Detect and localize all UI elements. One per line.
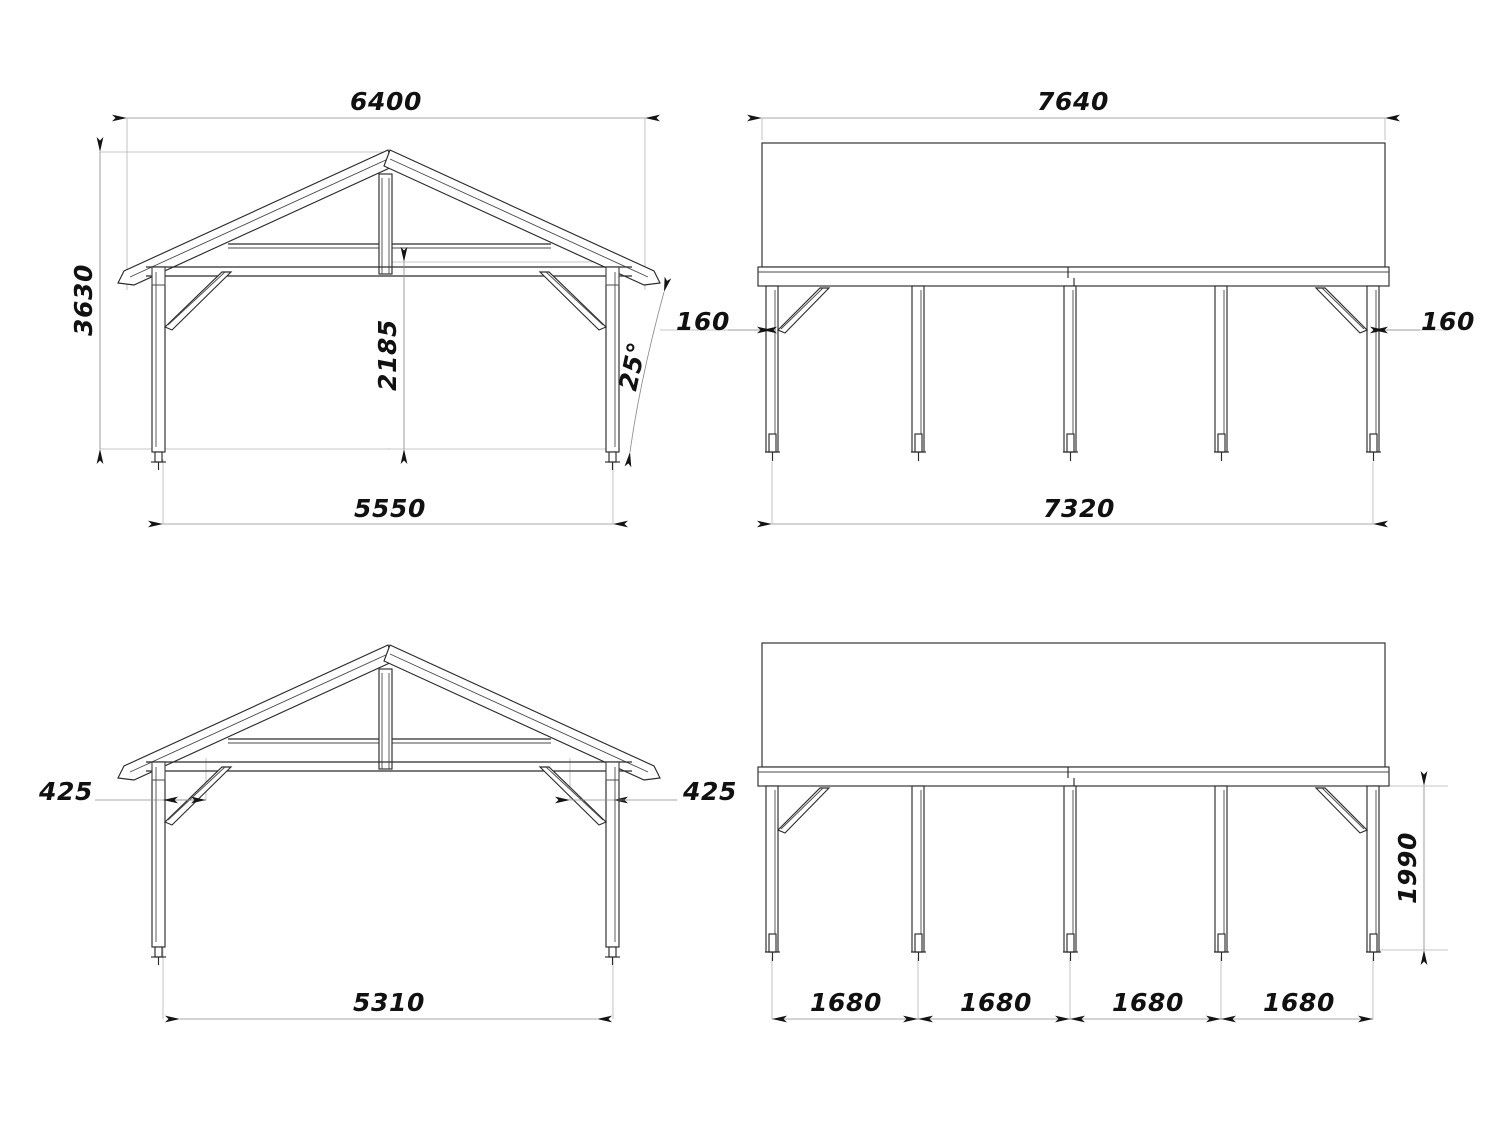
posts-side-upper	[765, 285, 1381, 461]
roof-panel-side-lower	[761, 642, 1386, 768]
knee-brace-right-lower	[538, 766, 608, 826]
post-right-lower	[605, 761, 620, 948]
dimension-front-upper-overall-width: 6400	[112, 87, 660, 122]
dimension-side-upper-overall-length: 7640	[747, 87, 1400, 122]
dimension-front-lower-post-spacing: 5310	[165, 988, 612, 1023]
end-brace-left-side-upper	[776, 287, 831, 334]
post-side-upper-4	[1214, 285, 1229, 461]
dimension-side-lower-bay-4: 1680	[1221, 988, 1373, 1023]
roof-rafter-right	[383, 149, 661, 286]
post-side-upper-2	[911, 285, 926, 461]
end-brace-left-side-lower	[776, 787, 831, 834]
posts-side-lower	[765, 785, 1381, 961]
dimension-value-7320: 7320	[1043, 494, 1115, 523]
view-front-elevation-lower: 425 425 5310	[38, 644, 737, 1023]
dimension-side-upper-post-span: 7320	[757, 494, 1388, 528]
roof-rafter-left-lower	[117, 644, 395, 781]
knee-brace-right	[538, 271, 608, 331]
dimension-value-425-left: 425	[38, 777, 93, 806]
dimension-side-upper-overhang-left: 160	[676, 307, 777, 336]
dimension-front-upper-post-spacing: 5550	[148, 494, 628, 528]
view-side-elevation-lower: 1990 1680 1680 1680 1680	[757, 642, 1448, 1023]
extension-lines-front-lower	[162, 758, 614, 1019]
dimension-front-upper-clear-height: 2185	[373, 247, 408, 464]
extension-lines-side-lower	[771, 785, 1448, 1019]
king-post-lower	[378, 668, 393, 770]
post-base-left-lower	[151, 946, 166, 965]
dimension-value-1680-bay4: 1680	[1263, 988, 1335, 1017]
knee-brace-left-lower	[163, 766, 233, 826]
post-side-lower-4	[1214, 785, 1229, 961]
dimension-value-1990: 1990	[1393, 832, 1422, 904]
post-side-lower-5	[1366, 785, 1381, 961]
post-side-upper-1	[765, 285, 780, 461]
view-side-elevation-upper: 7640 160 160 7320	[676, 87, 1475, 528]
post-left	[151, 266, 166, 453]
dimension-value-1680-bay1: 1680	[810, 988, 882, 1017]
post-left-lower	[151, 761, 166, 948]
dimension-front-upper-overall-height: 3630	[69, 137, 104, 464]
post-side-upper-5	[1366, 285, 1381, 461]
post-side-lower-3	[1063, 785, 1078, 961]
dimension-side-lower-bay-1: 1680	[772, 988, 918, 1023]
post-base-left	[151, 451, 166, 470]
dimension-value-3630: 3630	[69, 264, 98, 336]
dimension-value-7640: 7640	[1037, 87, 1109, 116]
roof-rafter-right-lower	[383, 644, 661, 781]
dimension-value-160-right: 160	[1421, 307, 1475, 336]
knee-brace-left	[163, 271, 233, 331]
dimension-front-upper-roof-pitch: 25°	[613, 276, 672, 468]
dimension-front-lower-overhang-right: 425	[555, 777, 737, 806]
post-side-lower-2	[911, 785, 926, 961]
dimension-value-2185: 2185	[373, 319, 402, 391]
dimension-value-5550: 5550	[354, 494, 426, 523]
dimension-side-upper-overhang-right: 160	[1370, 307, 1475, 336]
post-right	[605, 266, 620, 453]
dimension-side-lower-bay-2: 1680	[918, 988, 1070, 1023]
dimension-value-160-left: 160	[676, 307, 730, 336]
post-side-upper-3	[1063, 285, 1078, 461]
dimension-side-lower-bay-3: 1680	[1070, 988, 1221, 1023]
view-front-elevation-upper: 6400 3630 2185 5550 25°	[69, 87, 700, 528]
dimension-value-1680-bay2: 1680	[960, 988, 1032, 1017]
king-post	[378, 173, 393, 275]
post-base-right	[605, 451, 620, 470]
extension-lines-front-upper	[100, 118, 700, 524]
end-brace-right-side-lower	[1314, 787, 1369, 834]
dimension-value-5310: 5310	[353, 988, 425, 1017]
header-beam-side-upper	[757, 266, 1390, 288]
post-base-right-lower	[605, 946, 620, 965]
dimension-value-1680-bay3: 1680	[1112, 988, 1184, 1017]
dimension-value-6400: 6400	[350, 87, 422, 116]
end-brace-right-side-upper	[1314, 287, 1369, 334]
dimension-front-lower-overhang-left: 425	[38, 777, 206, 806]
roof-rafter-left	[117, 149, 395, 286]
dimension-value-425-right: 425	[682, 777, 737, 806]
post-side-lower-1	[765, 785, 780, 961]
roof-panel-side-upper	[761, 142, 1386, 268]
dimension-side-lower-clear-height: 1990	[1393, 771, 1428, 965]
header-beam-side-lower	[757, 766, 1390, 788]
